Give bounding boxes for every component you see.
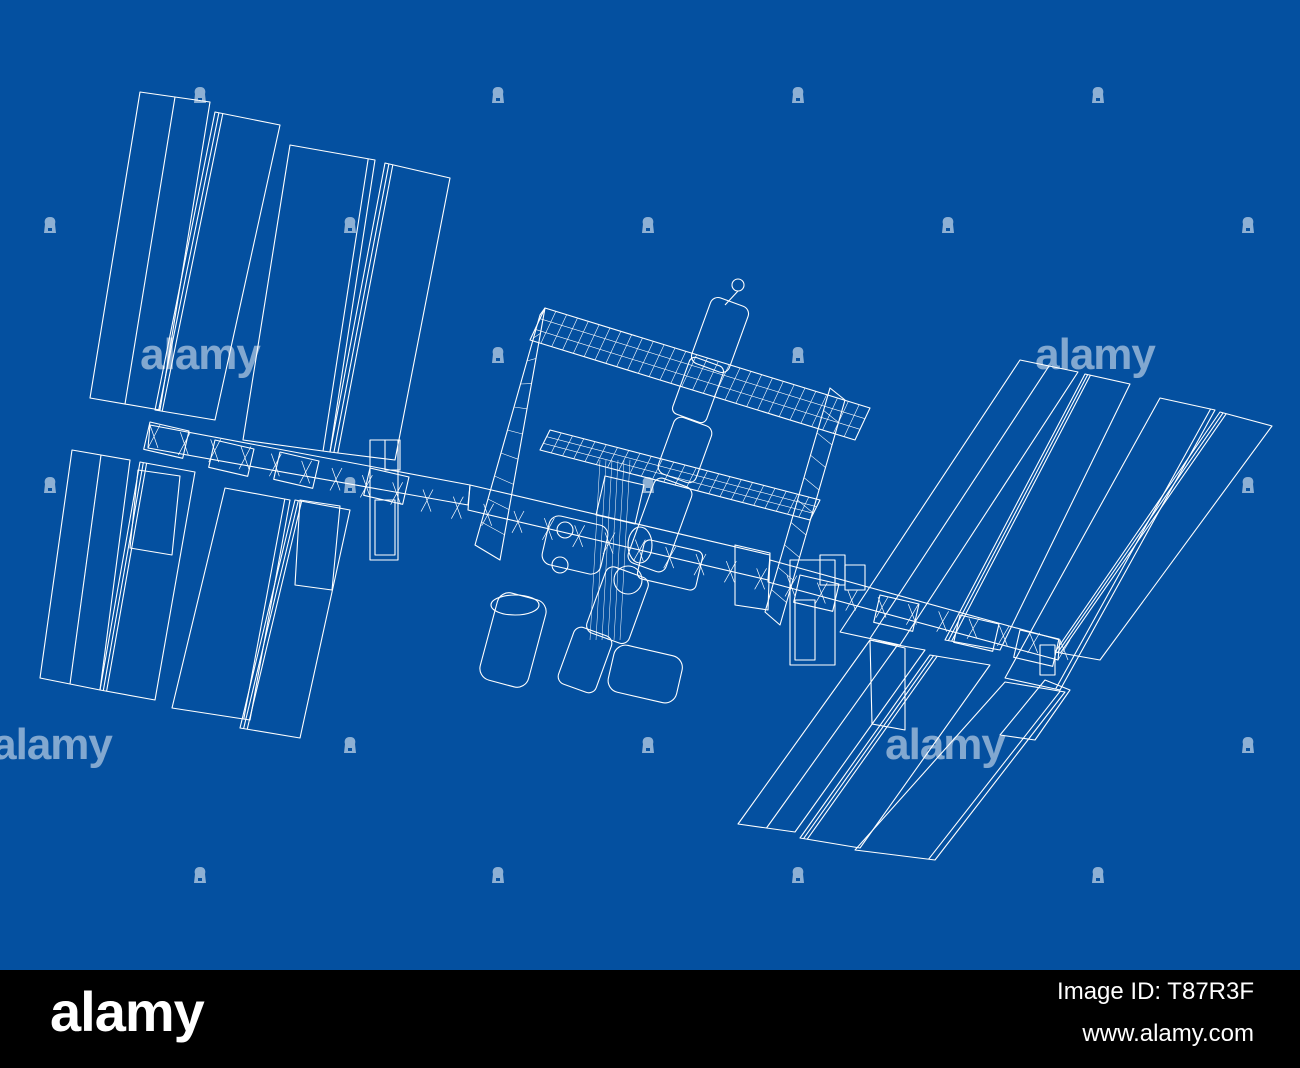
space-station-drawing <box>0 0 1300 970</box>
left-array-upper-4 <box>329 162 451 461</box>
station-modules <box>374 278 1056 704</box>
left-array-upper-2 <box>154 111 281 421</box>
central-upper-array <box>529 307 871 441</box>
footer-bar: alamy Image ID: T87R3F www.alamy.com <box>0 970 1300 1068</box>
right-radiator-1 <box>999 679 1071 741</box>
right-array-lower-2 <box>799 654 991 849</box>
right-array-lower-3 <box>854 681 1066 861</box>
left-array-lower-4 <box>239 499 351 739</box>
right-array-lower-1 <box>737 639 926 833</box>
right-array-upper-3 <box>1004 397 1216 691</box>
blueprint-background <box>0 0 1300 970</box>
website-label: www.alamy.com <box>1082 1020 1254 1047</box>
space-station-wireframe <box>39 91 1273 861</box>
central-left-mast <box>474 307 546 561</box>
central-right-mast <box>764 387 846 626</box>
central-lower-array <box>539 429 821 521</box>
right-radiator-2 <box>869 639 906 731</box>
footer-logo: alamy <box>50 980 205 1043</box>
main-truss <box>143 421 1071 667</box>
right-array-upper-2 <box>944 373 1131 651</box>
left-array-lower-2 <box>99 461 196 701</box>
image-id-label: Image ID: T87R3F <box>1057 978 1254 1005</box>
left-radiator-1 <box>129 469 181 556</box>
left-array-upper-1 <box>89 91 211 411</box>
left-radiator-2 <box>294 499 341 591</box>
truss-segment-box <box>734 544 771 611</box>
right-array-upper-4 <box>1054 411 1273 661</box>
